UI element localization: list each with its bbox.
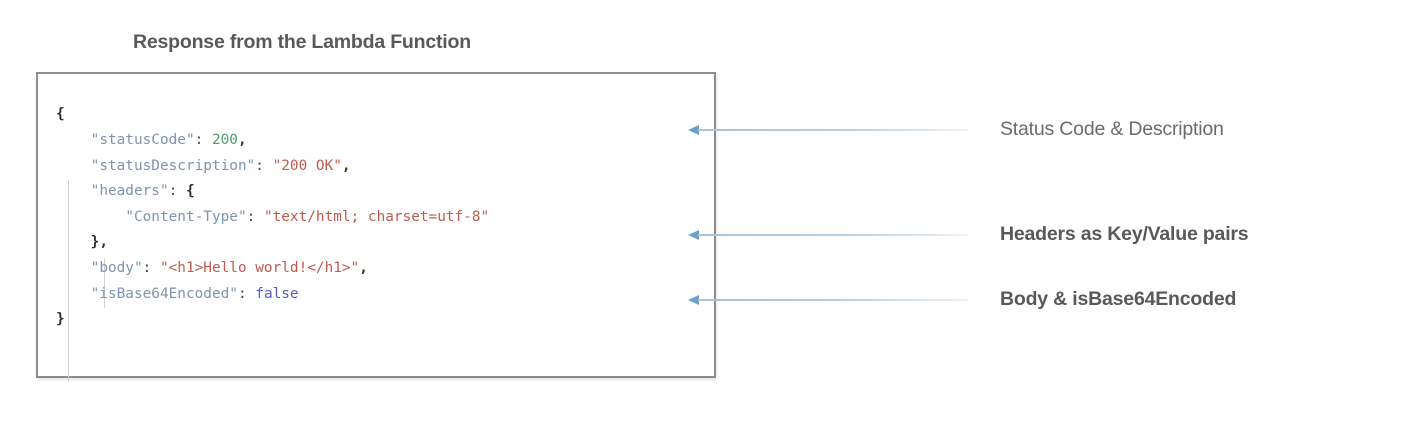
indent-guide-level-1 xyxy=(68,180,69,381)
code-token-key: "isBase64Encoded" xyxy=(90,285,238,302)
code-line: } xyxy=(56,307,489,333)
code-token-key: "statusDescription" xyxy=(90,157,256,174)
code-token-colon: : xyxy=(194,131,212,148)
code-indent xyxy=(56,183,91,199)
code-indent xyxy=(56,234,91,250)
code-token-key: "statusCode" xyxy=(90,131,195,148)
code-line: { xyxy=(56,102,489,128)
arrow-shaft xyxy=(698,299,968,301)
code-token-colon: : xyxy=(168,183,186,200)
arrow-shaft xyxy=(698,129,968,131)
annotation-label-status: Status Code & Description xyxy=(1000,118,1224,140)
code-token-num: 200 xyxy=(211,131,238,148)
code-line: "isBase64Encoded": false xyxy=(56,282,489,308)
code-line: "statusDescription": "200 OK", xyxy=(56,154,489,180)
code-token-colon: : xyxy=(237,285,256,302)
code-token-str: "<h1>Hello world!</h1>" xyxy=(159,259,360,276)
indent-guide-level-2 xyxy=(104,258,105,308)
code-token-punc: { xyxy=(56,106,65,123)
code-token-str: "text/html; charset=utf-8" xyxy=(263,208,490,225)
page-title: Response from the Lambda Function xyxy=(133,31,471,53)
code-token-punc: , xyxy=(359,259,368,276)
code-token-bool: false xyxy=(255,285,299,302)
code-line: "Content-Type": "text/html; charset=utf-… xyxy=(56,205,489,231)
code-token-punc: , xyxy=(237,131,247,148)
code-line: "statusCode": 200, xyxy=(56,128,489,154)
code-token-colon: : xyxy=(142,259,160,276)
code-indent xyxy=(56,286,91,302)
annotation-arrow-status xyxy=(688,124,968,136)
code-token-punc: }, xyxy=(90,234,108,251)
code-line: "body": "<h1>Hello world!</h1>", xyxy=(56,256,489,282)
code-token-colon: : xyxy=(246,208,264,225)
code-token-key: "headers" xyxy=(90,183,169,200)
code-line: "headers": { xyxy=(56,179,489,205)
annotation-arrow-body xyxy=(688,294,968,306)
arrow-shaft xyxy=(698,234,968,236)
code-indent xyxy=(56,209,125,225)
code-token-colon: : xyxy=(255,157,273,174)
code-token-str: "200 OK" xyxy=(272,157,342,174)
code-token-punc: { xyxy=(185,183,195,200)
code-token-key: "Content-Type" xyxy=(125,208,247,225)
code-line: }, xyxy=(56,230,489,256)
code-token-punc: } xyxy=(56,311,65,328)
annotation-arrow-headers xyxy=(688,229,968,241)
code-block-panel: { "statusCode": 200, "statusDescription"… xyxy=(36,72,716,381)
code-indent xyxy=(56,260,91,276)
code-indent xyxy=(56,132,91,148)
annotation-label-body: Body & isBase64Encoded xyxy=(1000,288,1237,310)
code-indent xyxy=(56,158,91,174)
code-token-punc: , xyxy=(341,157,351,174)
json-code-listing: { "statusCode": 200, "statusDescription"… xyxy=(56,102,489,332)
code-token-key: "body" xyxy=(90,259,143,276)
annotation-label-headers: Headers as Key/Value pairs xyxy=(1000,223,1249,245)
